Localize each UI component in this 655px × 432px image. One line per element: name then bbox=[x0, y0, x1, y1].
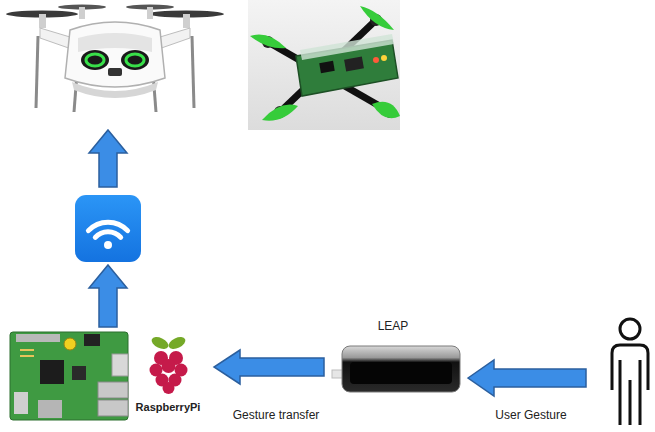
mini-drone-part bbox=[72, 82, 158, 98]
edge-label: Gesture transfer bbox=[231, 408, 322, 422]
raspberry-pi-logo-part bbox=[163, 382, 175, 394]
mini-drone-part bbox=[65, 22, 165, 87]
raspberry-pi-board-part bbox=[20, 349, 34, 351]
mini-drone-part bbox=[78, 33, 152, 52]
up-arrow-part bbox=[89, 130, 127, 187]
leap-device-part bbox=[350, 362, 452, 384]
raspberry-pi-board-part bbox=[10, 332, 128, 420]
gesture-label: User Gesture bbox=[493, 408, 568, 422]
raspberry-pi-board bbox=[10, 332, 128, 420]
leap-device-part bbox=[342, 346, 460, 392]
person-icon bbox=[612, 319, 648, 425]
drone-photo-part bbox=[372, 102, 400, 119]
wifi-icon bbox=[75, 195, 141, 262]
mini-drone bbox=[6, 5, 224, 113]
raspberry-pi-node: RaspberryPi bbox=[8, 328, 214, 416]
left-arrow-part bbox=[468, 360, 586, 396]
drone-photo-part bbox=[300, 34, 394, 60]
drone-photo-part bbox=[373, 57, 379, 63]
raspberry-pi-logo-part bbox=[150, 335, 171, 352]
mini-drone-part bbox=[192, 36, 194, 108]
drone-photo-part bbox=[360, 6, 394, 30]
person-icon-part bbox=[620, 319, 640, 339]
raspberry-pi-board-part bbox=[98, 382, 128, 398]
drone-photo bbox=[248, 0, 400, 130]
drone-photo-part bbox=[381, 55, 387, 61]
raspberry-pi-board-part bbox=[40, 360, 64, 384]
drone-photo-part bbox=[319, 61, 335, 73]
raspberry-pi-logo-part bbox=[162, 359, 176, 373]
mini-drone-part bbox=[121, 50, 149, 70]
mini-drone-part bbox=[183, 14, 190, 28]
raspberry-pi-board-part bbox=[20, 355, 34, 357]
raspberry-pi-board-part bbox=[64, 338, 76, 350]
raspberry-pi-logo bbox=[150, 335, 188, 394]
logo-text: RaspberryPi bbox=[136, 400, 201, 414]
raspberry-pi-board-part bbox=[84, 334, 100, 346]
mini-drone-part bbox=[81, 50, 109, 70]
mini-drone-part bbox=[147, 7, 153, 19]
up-arrow-part bbox=[89, 265, 127, 327]
wifi-icon-part bbox=[104, 241, 112, 249]
mini-drone-part bbox=[86, 54, 104, 66]
drone-photo-part bbox=[280, 20, 376, 112]
wifi-icon-part bbox=[95, 232, 120, 238]
wifi-icon-part bbox=[75, 195, 141, 262]
person-icon-part bbox=[620, 360, 640, 425]
block-arrow bbox=[214, 350, 324, 384]
leap-device-node: LEAP bbox=[324, 316, 464, 402]
drone-photo-part bbox=[250, 35, 286, 49]
mini-drone-part bbox=[126, 54, 144, 66]
raspberry-pi-board-part bbox=[16, 334, 60, 342]
left-arrow bbox=[468, 360, 586, 396]
raspberry-pi-board-part bbox=[72, 366, 86, 380]
leap-device bbox=[332, 346, 460, 392]
drone-photo-part bbox=[262, 105, 298, 121]
raspberry-pi-board-part bbox=[112, 354, 128, 376]
raspberry-pi-board-part bbox=[38, 400, 62, 418]
raspberry-pi-logo-part bbox=[167, 335, 188, 352]
drone-photo-part bbox=[344, 57, 364, 72]
device-name: LEAP bbox=[378, 319, 409, 333]
drone-photo-part bbox=[248, 0, 400, 130]
mini-drone-part bbox=[108, 68, 122, 76]
mini-drone-part bbox=[39, 14, 46, 28]
raspberry-pi-board-part bbox=[98, 400, 128, 416]
raspberry-pi-board-part bbox=[14, 392, 28, 414]
mini-drone-part bbox=[36, 36, 38, 108]
mini-drone-part bbox=[79, 7, 85, 19]
